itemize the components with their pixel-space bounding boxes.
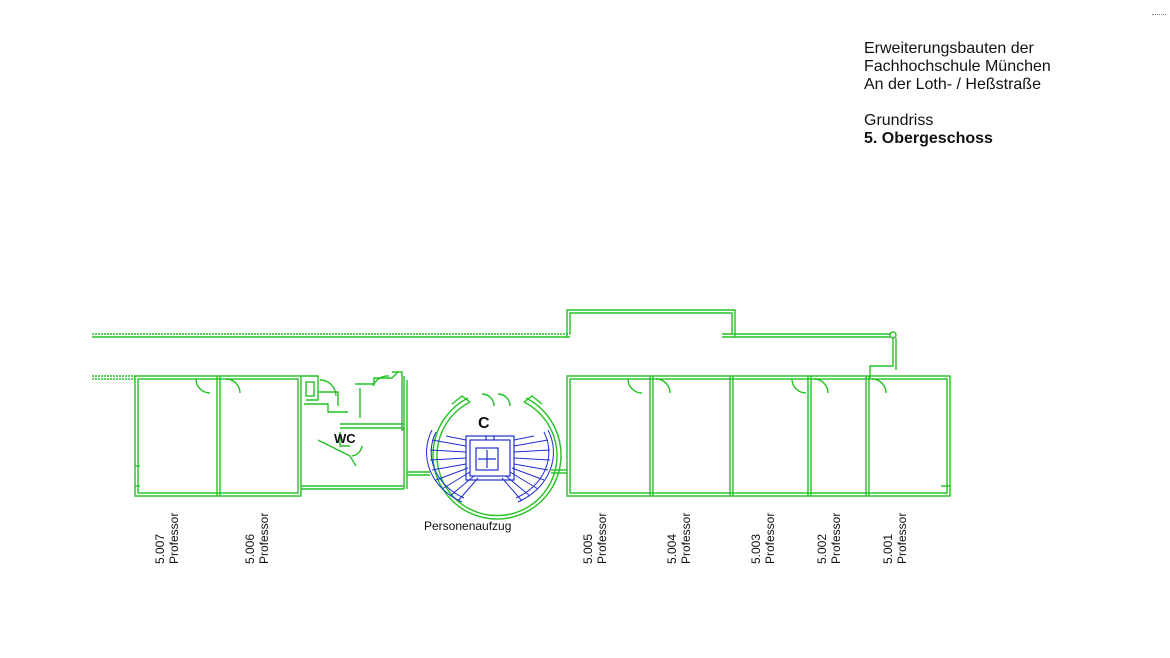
- room-number: 5.006: [243, 534, 257, 564]
- title-block: Erweiterungsbauten der Fachhochschule Mü…: [864, 40, 1051, 148]
- room-number: 5.004: [665, 534, 679, 564]
- floor-title: 5. Obergeschoss: [864, 130, 993, 147]
- title-line-2: Fachhochschule München: [864, 58, 1051, 75]
- room-label-5006: 5.006 Professor: [243, 513, 271, 564]
- room-use: Professor: [829, 513, 843, 564]
- room-label-5007: 5.007 Professor: [153, 513, 181, 564]
- room-label-5005: 5.005 Professor: [581, 513, 609, 564]
- stair-icon: [426, 429, 554, 503]
- room-label-5002: 5.002 Professor: [815, 513, 843, 564]
- room-use: Professor: [895, 513, 909, 564]
- stair-label: C: [478, 415, 490, 432]
- title-line-1: Erweiterungsbauten der: [864, 40, 1034, 57]
- room-use: Professor: [595, 513, 609, 564]
- elevator-icon: [465, 435, 515, 481]
- room-number: 5.005: [581, 534, 595, 564]
- elevator-label: Personenaufzug: [424, 519, 511, 533]
- room-use: Professor: [679, 513, 693, 564]
- room-label-5001: 5.001 Professor: [881, 513, 909, 564]
- wc-label: WC: [334, 431, 356, 446]
- title-line-4: Grundriss: [864, 112, 934, 129]
- title-line-3: An der Loth- / Heßstraße: [864, 76, 1041, 93]
- room-use: Professor: [763, 513, 777, 564]
- room-number: 5.001: [881, 534, 895, 564]
- room-number: 5.002: [815, 534, 829, 564]
- room-label-5003: 5.003 Professor: [749, 513, 777, 564]
- room-use: Professor: [167, 513, 181, 564]
- plan-walls: [92, 309, 951, 520]
- room-use: Professor: [257, 513, 271, 564]
- corner-mark: [1152, 14, 1166, 16]
- room-label-5004: 5.004 Professor: [665, 513, 693, 564]
- room-number: 5.003: [749, 534, 763, 564]
- room-number: 5.007: [153, 534, 167, 564]
